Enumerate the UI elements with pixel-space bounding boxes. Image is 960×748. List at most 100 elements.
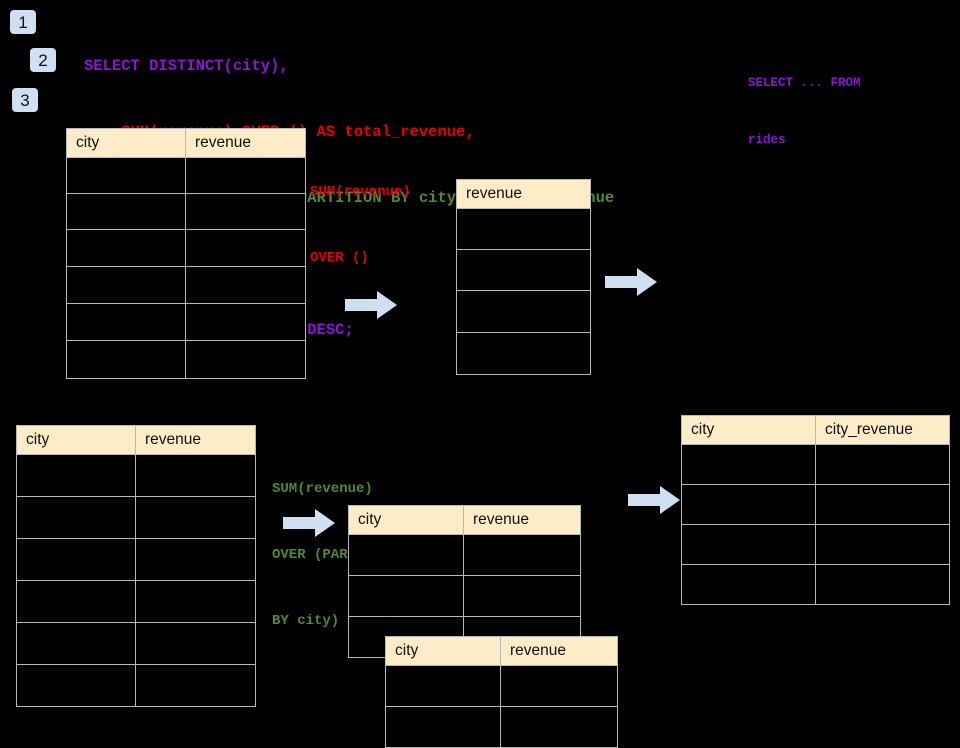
table-body xyxy=(66,157,306,379)
cell-revenue xyxy=(463,575,581,617)
table-row xyxy=(348,534,581,576)
step-badge-2: 2 xyxy=(30,48,56,72)
table-row xyxy=(681,564,950,605)
annotation-sum-over-empty-line2: OVER () xyxy=(310,250,369,266)
cell-revenue xyxy=(456,249,591,291)
table-header-row: city city_revenue xyxy=(681,415,950,445)
cell-city xyxy=(66,229,186,267)
cell-city xyxy=(16,454,136,497)
table-city-revenue-result: city city_revenue xyxy=(681,415,950,605)
annotation-sum-over-empty: SUM(revenue) OVER () xyxy=(310,137,411,313)
table-row xyxy=(456,249,591,291)
table-row xyxy=(385,665,618,707)
table-rides-source-top: city revenue xyxy=(66,128,306,379)
cell-city xyxy=(385,665,501,707)
cell-revenue xyxy=(135,580,256,623)
cell-city xyxy=(681,444,816,485)
cell-city xyxy=(385,706,501,748)
cell-revenue xyxy=(456,332,591,375)
table-row xyxy=(456,208,591,250)
table-body xyxy=(681,444,950,605)
table-row xyxy=(681,444,950,485)
cell-city xyxy=(16,538,136,581)
annotation-select-from: SELECT ... FROM rides xyxy=(748,36,861,188)
column-header-city: city xyxy=(16,425,136,455)
cell-city xyxy=(16,664,136,707)
step-badge-1: 1 xyxy=(10,10,36,34)
table-row xyxy=(456,290,591,333)
cell-city-revenue xyxy=(815,484,950,525)
cell-city xyxy=(681,484,816,525)
table-header-row: city revenue xyxy=(348,505,581,535)
cell-revenue xyxy=(456,208,591,250)
table-body xyxy=(456,208,591,375)
cell-city xyxy=(66,340,186,379)
cell-city xyxy=(66,303,186,341)
table-row xyxy=(16,496,256,539)
table-row xyxy=(456,332,591,375)
column-header-city-revenue: city_revenue xyxy=(815,415,950,445)
cell-city xyxy=(16,496,136,539)
cell-revenue xyxy=(456,290,591,333)
table-header-row: revenue xyxy=(456,179,591,209)
cell-city xyxy=(681,524,816,565)
cell-city xyxy=(66,266,186,304)
cell-city xyxy=(348,534,464,576)
table-row xyxy=(66,266,306,304)
annotation-sum-over-empty-line1: SUM(revenue) xyxy=(310,184,411,200)
column-header-city: city xyxy=(348,505,464,535)
table-row xyxy=(16,664,256,707)
cell-revenue xyxy=(185,266,306,304)
cell-city-revenue xyxy=(815,524,950,565)
step-badge-3: 3 xyxy=(12,88,38,112)
cell-revenue xyxy=(185,303,306,341)
cell-revenue xyxy=(135,538,256,581)
table-row xyxy=(66,193,306,230)
cell-city xyxy=(348,575,464,617)
table-partition-front: city revenue xyxy=(385,636,618,748)
cell-city xyxy=(681,564,816,605)
column-header-city: city xyxy=(385,636,501,666)
table-header-row: city revenue xyxy=(385,636,618,666)
table-row xyxy=(66,229,306,267)
sql-line-1: SELECT DISTINCT(city), xyxy=(84,57,289,75)
column-header-revenue: revenue xyxy=(500,636,618,666)
cell-revenue xyxy=(135,454,256,497)
table-row xyxy=(385,706,618,748)
cell-revenue xyxy=(185,229,306,267)
table-header-row: city revenue xyxy=(16,425,256,455)
cell-revenue xyxy=(185,193,306,230)
cell-city xyxy=(16,622,136,665)
cell-revenue xyxy=(500,665,618,707)
annotation-select-from-line1: SELECT ... FROM xyxy=(748,76,861,90)
cell-revenue xyxy=(185,340,306,379)
table-row xyxy=(16,580,256,623)
table-header-row: city revenue xyxy=(66,128,306,158)
table-total-revenue: revenue xyxy=(456,179,591,375)
annotation-sum-over-partition-line1: SUM(revenue) xyxy=(272,481,373,497)
table-row xyxy=(348,575,581,617)
cell-revenue xyxy=(135,622,256,665)
table-row xyxy=(16,622,256,665)
column-header-revenue: revenue xyxy=(185,128,306,158)
column-header-revenue: revenue xyxy=(135,425,256,455)
cell-revenue xyxy=(135,664,256,707)
cell-revenue xyxy=(500,706,618,748)
table-row xyxy=(16,538,256,581)
arrow-partition-to-result-icon xyxy=(628,486,680,514)
table-row xyxy=(66,340,306,379)
annotation-select-from-line2: rides xyxy=(748,133,786,147)
cell-revenue xyxy=(135,496,256,539)
cell-city xyxy=(66,193,186,230)
arrow-total-to-result-icon xyxy=(605,268,657,296)
table-body xyxy=(385,665,618,748)
table-body xyxy=(16,454,256,707)
cell-revenue xyxy=(463,534,581,576)
table-row xyxy=(681,524,950,565)
annotation-sum-over-partition-line3: BY city) xyxy=(272,613,340,629)
table-row xyxy=(681,484,950,525)
arrow-source-to-partition-icon xyxy=(283,509,335,537)
table-row xyxy=(16,454,256,497)
arrow-source-to-total-icon xyxy=(345,291,397,319)
cell-city xyxy=(16,580,136,623)
